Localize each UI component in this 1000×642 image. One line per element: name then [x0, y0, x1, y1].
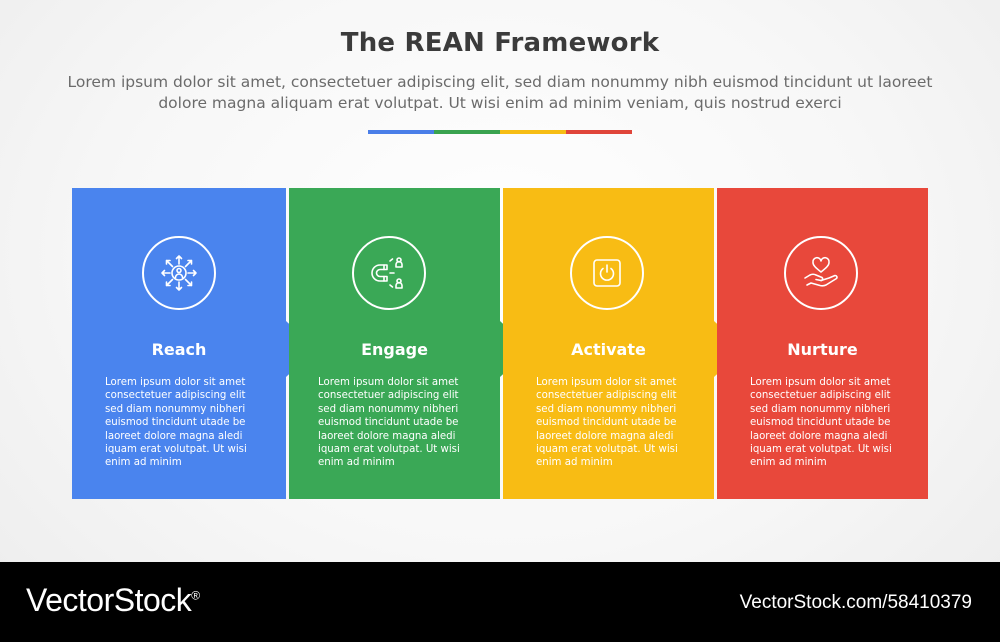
heart-hand-icon — [784, 236, 858, 310]
rean-steps: Reach Lorem ipsum dolor sit amet consect… — [72, 188, 928, 499]
step-engage: Engage Lorem ipsum dolor sit amet consec… — [289, 188, 500, 499]
step-description: Lorem ipsum dolor sit amet consectetuer … — [536, 377, 678, 469]
footer-bar: VectorStock® VectorStock.com/58410379 — [0, 562, 1000, 642]
people-spread-icon — [142, 236, 216, 310]
step-description: Lorem ipsum dolor sit amet consectetuer … — [318, 377, 460, 469]
page-subtitle: Lorem ipsum dolor sit amet, consectetuer… — [67, 73, 933, 112]
divider-segment-red — [566, 130, 632, 134]
step-description: Lorem ipsum dolor sit amet consectetuer … — [750, 377, 892, 469]
divider-segment-green — [434, 130, 500, 134]
registered-mark: ® — [191, 588, 200, 603]
step-title: Engage — [361, 340, 428, 359]
divider-segment-yellow — [500, 130, 566, 134]
color-divider — [368, 130, 632, 134]
step-reach: Reach Lorem ipsum dolor sit amet consect… — [72, 188, 286, 499]
brand-name: VectorStock — [26, 582, 192, 618]
step-title: Nurture — [787, 340, 858, 359]
vectorstock-logo: VectorStock® — [26, 582, 200, 619]
page-title: The REAN Framework — [340, 28, 660, 58]
step-description: Lorem ipsum dolor sit amet consectetuer … — [105, 377, 247, 469]
step-activate: Activate Lorem ipsum dolor sit amet cons… — [503, 188, 714, 499]
power-button-icon — [570, 236, 644, 310]
step-title: Activate — [571, 340, 646, 359]
divider-segment-blue — [368, 130, 434, 134]
magnet-icon — [352, 236, 426, 310]
stock-id: VectorStock.com/58410379 — [739, 592, 972, 613]
step-title: Reach — [151, 340, 207, 359]
step-nurture: Nurture Lorem ipsum dolor sit amet conse… — [717, 188, 928, 499]
